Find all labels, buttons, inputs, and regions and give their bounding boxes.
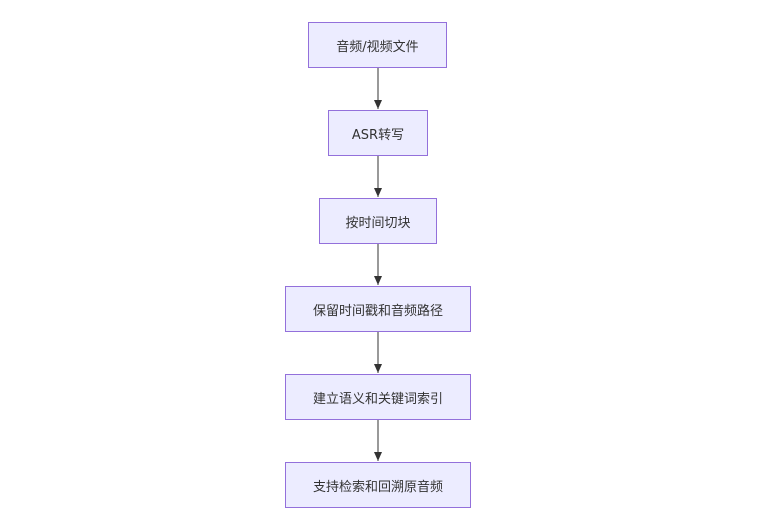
node-build-index: 建立语义和关键词索引 xyxy=(285,374,471,420)
node-label: 建立语义和关键词索引 xyxy=(312,391,443,407)
node-media-file: 音频/视频文件 xyxy=(308,22,447,68)
node-asr-transcribe: ASR转写 xyxy=(328,110,428,156)
node-label: 支持检索和回溯原音频 xyxy=(312,479,443,495)
node-label: 音频/视频文件 xyxy=(336,39,419,55)
node-search-trace: 支持检索和回溯原音频 xyxy=(285,462,471,508)
node-keep-timestamps: 保留时间戳和音频路径 xyxy=(285,286,471,332)
node-time-chunking: 按时间切块 xyxy=(319,198,437,244)
node-label: ASR转写 xyxy=(351,127,405,143)
node-label: 保留时间戳和音频路径 xyxy=(312,303,443,319)
node-label: 按时间切块 xyxy=(345,215,411,231)
